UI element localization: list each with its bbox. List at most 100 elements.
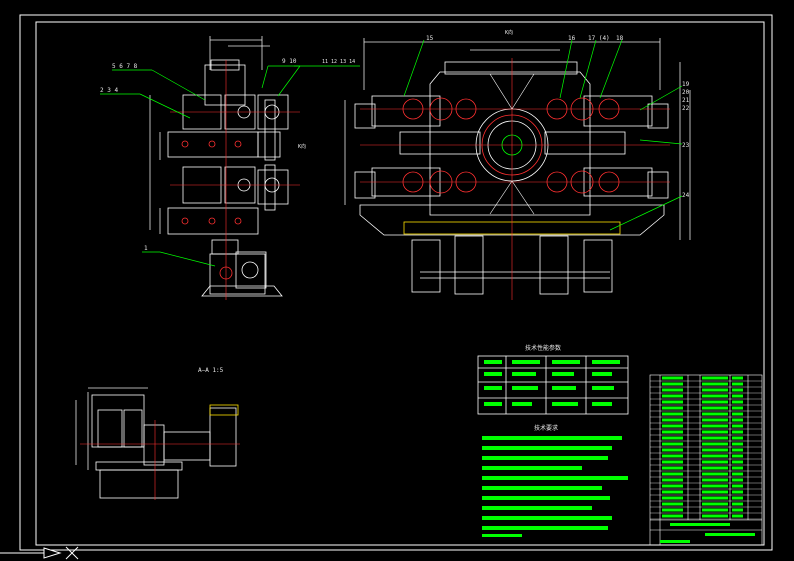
left-view-centerlines	[170, 60, 300, 300]
bom-cell-fill	[732, 448, 743, 452]
bom-cell-fill	[662, 382, 683, 386]
bom-cell-fill	[662, 508, 683, 512]
bom-cell-fill	[732, 382, 743, 386]
bom-cell-fill	[732, 502, 743, 506]
bom-cell-fill	[662, 484, 683, 488]
section-aa-title: A—A 1:5	[198, 367, 224, 374]
callout-21: 21	[682, 97, 690, 104]
bom-cell-fill	[702, 400, 728, 404]
bom-cell-fill	[732, 478, 743, 482]
bom-cell-fill	[662, 418, 683, 422]
bom-cell-fill	[732, 442, 743, 446]
title-block-fill	[660, 540, 690, 543]
bom-cell-fill	[702, 454, 728, 458]
bom-cell-fill	[732, 388, 743, 392]
housing-ribs	[489, 73, 535, 215]
callout-2-4: 2 3 4	[100, 87, 118, 94]
bom-cell-fill	[702, 442, 728, 446]
view-k-label: K向	[298, 143, 306, 150]
bom-cell-fill	[662, 430, 683, 434]
bom-cell-fill	[732, 490, 743, 494]
tech-req-title: 技术要求	[534, 424, 558, 432]
bom-cell-fill	[732, 496, 743, 500]
bom-cell-fill	[662, 502, 683, 506]
bom-cell-fill	[702, 430, 728, 434]
callout-15: 15	[426, 35, 434, 42]
callout-9-10: 9 10	[282, 58, 297, 65]
bom-cell-fill	[662, 388, 683, 392]
bom-cell-fill	[662, 394, 683, 398]
bom-cell-fill	[732, 406, 743, 410]
bom-cell-fill	[702, 412, 728, 416]
bom-cell-fill	[702, 406, 728, 410]
left-side-view	[149, 36, 289, 297]
bom-cell-fill	[732, 514, 743, 518]
bom-cell-fill	[702, 484, 728, 488]
bom-cell-fill	[702, 478, 728, 482]
callout-11-14: 11 12 13 14	[322, 59, 355, 65]
bom-fill	[660, 376, 755, 543]
bom-cell-fill	[732, 400, 743, 404]
bom-cell-fill	[662, 400, 683, 404]
bom-cell-fill	[662, 424, 683, 428]
bom-cell-fill	[702, 514, 728, 518]
bom-cell-fill	[662, 460, 683, 464]
bom-cell-fill	[702, 394, 728, 398]
bom-cell-fill	[702, 508, 728, 512]
bom-cell-fill	[662, 490, 683, 494]
title-block-fill	[670, 523, 730, 526]
bom-cell-fill	[702, 376, 728, 380]
bom-cell-fill	[662, 472, 683, 476]
bom-cell-fill	[732, 418, 743, 422]
bom-rows	[650, 380, 762, 520]
bom-cell-fill	[662, 514, 683, 518]
main-view-centerlines	[360, 58, 670, 300]
bom-cell-fill	[662, 412, 683, 416]
drawing-frame	[19, 14, 773, 551]
section-aa-centerlines	[80, 420, 240, 500]
bom-cell-fill	[732, 484, 743, 488]
inner-border	[35, 21, 765, 546]
bom-cell-fill	[732, 454, 743, 458]
bom-cell-fill	[702, 388, 728, 392]
outer-border	[19, 14, 773, 551]
bom-cell-fill	[732, 472, 743, 476]
bom-cell-fill	[702, 466, 728, 470]
bom-cell-fill	[732, 436, 743, 440]
bom-cell-fill	[662, 448, 683, 452]
bom-cell-fill	[702, 382, 728, 386]
bom-cell-fill	[662, 496, 683, 500]
tech-params-title: 技术性能参数	[525, 344, 561, 352]
main-front-view	[344, 38, 691, 295]
bom-cell-fill	[702, 448, 728, 452]
bom-cell-fill	[732, 376, 743, 380]
callout-24: 24	[682, 192, 690, 199]
view-k-main-label: K向	[505, 29, 513, 36]
callout-5-8: 5 6 7 8	[112, 63, 138, 70]
bom-cell-fill	[702, 496, 728, 500]
bom-cell-fill	[702, 460, 728, 464]
bom-cell-fill	[662, 454, 683, 458]
bom-cell-fill	[702, 472, 728, 476]
callout-23: 23	[682, 142, 690, 149]
title-block-fill	[705, 533, 755, 536]
bom-cell-fill	[702, 502, 728, 506]
bom-cell-fill	[732, 394, 743, 398]
section-aa-view	[75, 387, 239, 499]
bom-cell-fill	[662, 442, 683, 446]
bom-cell-fill	[662, 466, 683, 470]
bom-cell-fill	[662, 406, 683, 410]
callout-1: 1	[144, 245, 148, 252]
bom-cell-fill	[732, 424, 743, 428]
bom-cell-fill	[732, 412, 743, 416]
callout-19: 19	[682, 81, 690, 88]
callout-18: 18	[616, 35, 624, 42]
callout-17: 17 (4)	[588, 35, 610, 42]
bom-cell-fill	[662, 478, 683, 482]
projection-arrow	[0, 546, 79, 560]
bom-cell-fill	[662, 436, 683, 440]
bom-cell-fill	[732, 508, 743, 512]
bom-cell-fill	[702, 418, 728, 422]
bom-cell-fill	[702, 424, 728, 428]
